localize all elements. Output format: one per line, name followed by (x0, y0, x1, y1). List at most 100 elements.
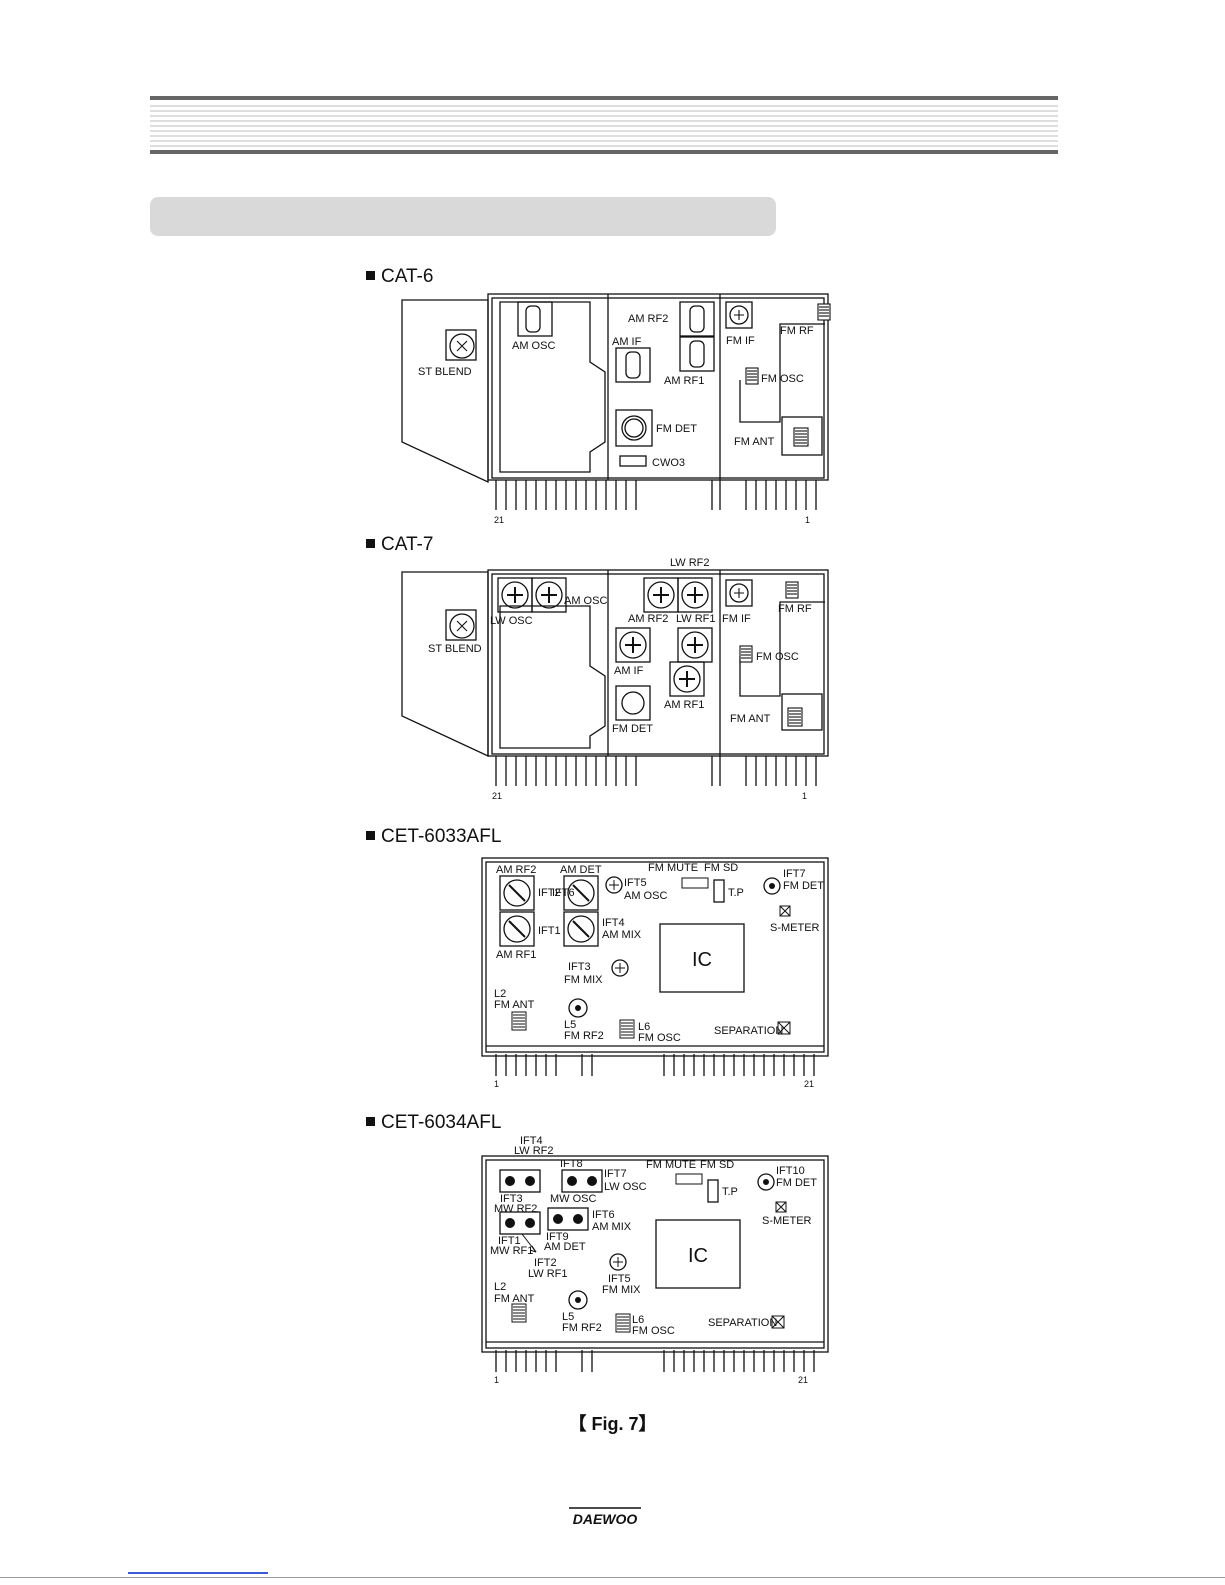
label: IFT4 (520, 1135, 543, 1147)
label: FM DET (612, 723, 653, 735)
label: LW OSC (490, 615, 533, 627)
label: SEPARATION (708, 1317, 777, 1329)
logo-text: DAEWOO (573, 1511, 638, 1527)
label: FM SD (704, 862, 738, 874)
ic-label: IC (692, 949, 712, 971)
label: L2 (494, 1281, 506, 1293)
footer-link-underline (128, 1572, 268, 1574)
header-rule (150, 96, 1058, 154)
label: IFT2 (538, 887, 561, 899)
label: FM MUTE (646, 1159, 696, 1171)
label: MW RF1 (490, 1245, 533, 1257)
pin-number-left: 1 (494, 1375, 499, 1385)
label: FM MUTE (648, 862, 698, 874)
label: SEPARATION (714, 1025, 783, 1037)
label: AM RF2 (628, 313, 668, 325)
module-title-cat7: CAT-7 (366, 534, 433, 556)
label: ST BLEND (418, 366, 472, 378)
label: AM OSC (564, 595, 607, 607)
pin-row (495, 756, 817, 786)
label: FM IF (722, 613, 751, 625)
module-title-text: CET-6034AFL (381, 1112, 502, 1133)
pin-number-right: 1 (805, 515, 810, 525)
pin-number-right: 1 (802, 791, 807, 801)
label: CWO3 (652, 457, 685, 469)
ic-chip (659, 923, 745, 993)
label: MW OSC (550, 1193, 596, 1205)
module-diagram-cet6033: AM RF2 IFT2 IFT1 AM RF1 AM DET IFT6 IFT5… (481, 857, 829, 1089)
label: FM DET (656, 423, 697, 435)
figure-caption: 【 Fig. 7】 (568, 1414, 657, 1434)
label: IFT6 (552, 887, 575, 899)
label: LW OSC (604, 1181, 647, 1193)
label: FM ANT (734, 436, 775, 448)
pin-row (495, 1350, 815, 1372)
label: FM IF (726, 335, 755, 347)
label: IFT6 (592, 1209, 615, 1221)
label: FM DET (776, 1177, 817, 1189)
label: AM MIX (592, 1221, 632, 1233)
pin-number-left: 1 (494, 1079, 499, 1089)
module-diagram-cat7: LW RF2 AM OSC LW OSC ST BLEND AM RF2 LW … (401, 557, 829, 801)
label: IFT3 (500, 1193, 523, 1205)
label: AM IF (614, 665, 644, 677)
module-title-text: CAT-7 (381, 534, 434, 555)
label: IFT4 (602, 917, 625, 929)
daewoo-logo: DAEWOO (569, 1507, 641, 1527)
pin-number-left: 21 (492, 791, 502, 801)
label: FM RF2 (562, 1322, 602, 1334)
label: L2 (494, 988, 506, 1000)
label: IFT9 (546, 1231, 569, 1243)
label: IFT1 (538, 925, 561, 937)
module-title-cet6034: CET-6034AFL (366, 1112, 501, 1134)
label: AM IF (612, 336, 642, 348)
bracket-outline (401, 299, 489, 484)
module-title-cet6033: CET-6033AFL (366, 826, 501, 848)
label: L5 (564, 1019, 576, 1031)
label: IFT7 (604, 1168, 627, 1180)
label: IFT7 (783, 868, 806, 880)
label: IFT8 (560, 1158, 583, 1170)
label: AM RF1 (664, 699, 704, 711)
label: AM DET (544, 1241, 586, 1253)
label: IFT1 (498, 1235, 521, 1247)
label: IFT10 (776, 1165, 805, 1177)
label: FM OSC (761, 373, 804, 385)
module-title-text: CAT-6 (381, 266, 434, 287)
label: FM DET (783, 880, 824, 892)
label: IFT3 (568, 961, 591, 973)
ic-label: IC (688, 1245, 708, 1267)
pin-number-right: 21 (798, 1375, 808, 1385)
label: FM ANT (494, 1293, 535, 1305)
label: AM OSC (624, 890, 667, 902)
label: L6 (638, 1021, 650, 1033)
pin-number-left: 21 (494, 515, 504, 525)
module-diagram-cat6: AM OSC AM RF2 AM IF AM RF1 FM DET CWO3 S… (401, 293, 831, 525)
label: FM MIX (602, 1284, 641, 1296)
pin-number-right: 21 (804, 1079, 814, 1089)
label: FM MIX (564, 974, 603, 986)
label: AM MIX (602, 929, 642, 941)
module-title-cat6: CAT-6 (366, 266, 433, 288)
label: S-METER (762, 1215, 812, 1227)
label: T.P (722, 1186, 738, 1198)
module-title-text: CET-6033AFL (381, 826, 502, 847)
module-diagram-cet6034: IFT4 LW RF2 IFT8 IFT7 LW OSC MW OSC IFT3… (481, 1135, 829, 1385)
label: MW RF2 (494, 1203, 537, 1215)
label: AM RF2 (628, 613, 668, 625)
label: L5 (562, 1311, 574, 1323)
ic-chip (655, 1219, 741, 1289)
label: IFT2 (534, 1257, 557, 1269)
label: ST BLEND (428, 643, 482, 655)
label: AM DET (560, 864, 602, 876)
label: FM OSC (632, 1325, 675, 1337)
label: FM ANT (494, 999, 535, 1011)
label: FM ANT (730, 713, 771, 725)
footer-rule (0, 1577, 1225, 1578)
label: LW RF1 (676, 613, 716, 625)
label: FM RF (778, 603, 812, 615)
label: T.P (728, 887, 744, 899)
label: FM RF (780, 325, 814, 337)
label: LW RF1 (528, 1268, 568, 1280)
label: AM RF1 (664, 375, 704, 387)
